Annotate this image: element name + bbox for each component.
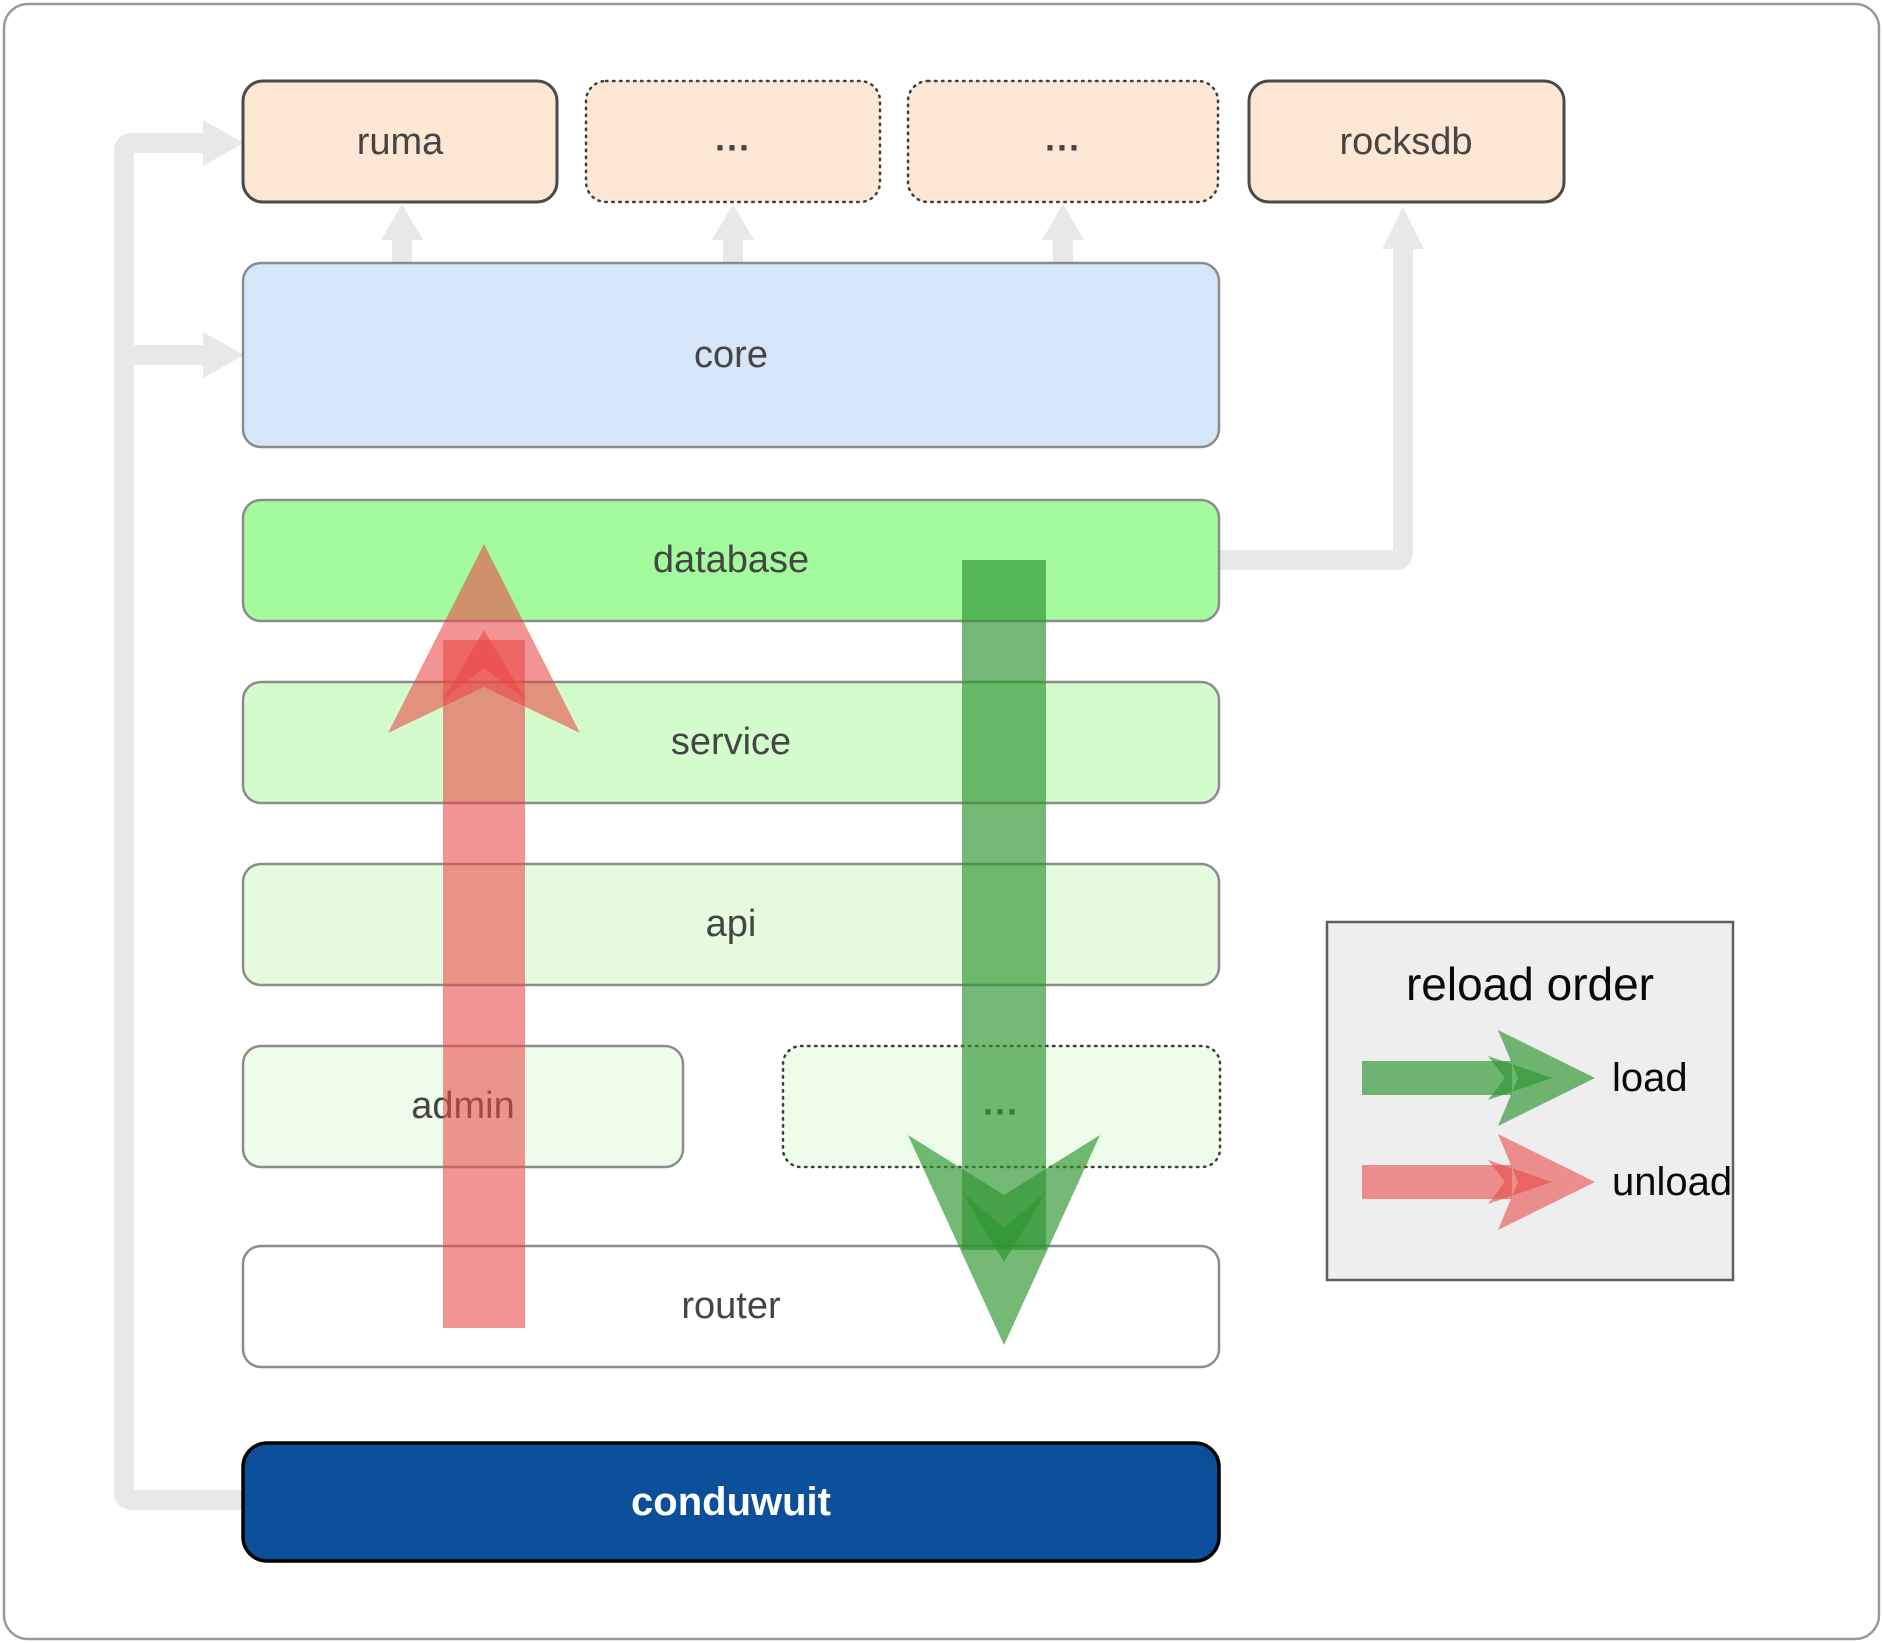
box-ruma — [241, 79, 559, 204]
legend-unload-arrow-icon — [1362, 1134, 1595, 1230]
box-database-label: database — [653, 539, 809, 581]
box-rocksdb — [1247, 79, 1566, 204]
legend-load-label: load — [1612, 1056, 1688, 1100]
box-rocksdb-label: rocksdb — [1339, 121, 1472, 163]
box-dots-2-label: ... — [1045, 118, 1081, 159]
core-to-dots1-arrow — [712, 204, 754, 264]
box-dots-1 — [584, 79, 882, 204]
box-conduwuit — [241, 1441, 1221, 1563]
box-service-label: service — [671, 721, 791, 763]
box-conduwuit-label: conduwuit — [631, 1480, 831, 1524]
layer-stack: core database service api admin ... rout… — [241, 261, 1222, 1563]
core-to-ruma-arrow — [381, 204, 423, 264]
legend-unload-label: unload — [1612, 1160, 1732, 1204]
arrowhead-to-ruma-icon — [203, 120, 244, 166]
dependency-connectors — [114, 120, 1424, 1510]
database-to-rocksdb-connector — [1219, 247, 1413, 570]
load-arrow-icon — [908, 560, 1100, 1345]
unload-arrow-icon — [388, 544, 580, 1328]
core-to-dots2-arrow — [1042, 204, 1084, 264]
arrowhead-to-rocksdb-icon — [1382, 207, 1424, 249]
box-core — [241, 261, 1221, 449]
legend-load-arrow-icon — [1362, 1030, 1595, 1126]
legend: reload order load unload — [1325, 920, 1735, 1282]
box-router-label: router — [681, 1285, 781, 1327]
box-api-label: api — [706, 903, 757, 945]
box-ruma-label: ruma — [357, 121, 444, 163]
legend-title: reload order — [1406, 958, 1654, 1010]
arrowhead-to-core-icon — [203, 332, 244, 378]
box-core-label: core — [694, 334, 768, 376]
box-dots-2 — [906, 79, 1220, 204]
conduwuit-spine-connector — [114, 133, 243, 1510]
crate-row: ruma ... ... rocksdb — [241, 79, 1566, 204]
box-dots-1-label: ... — [715, 118, 751, 159]
